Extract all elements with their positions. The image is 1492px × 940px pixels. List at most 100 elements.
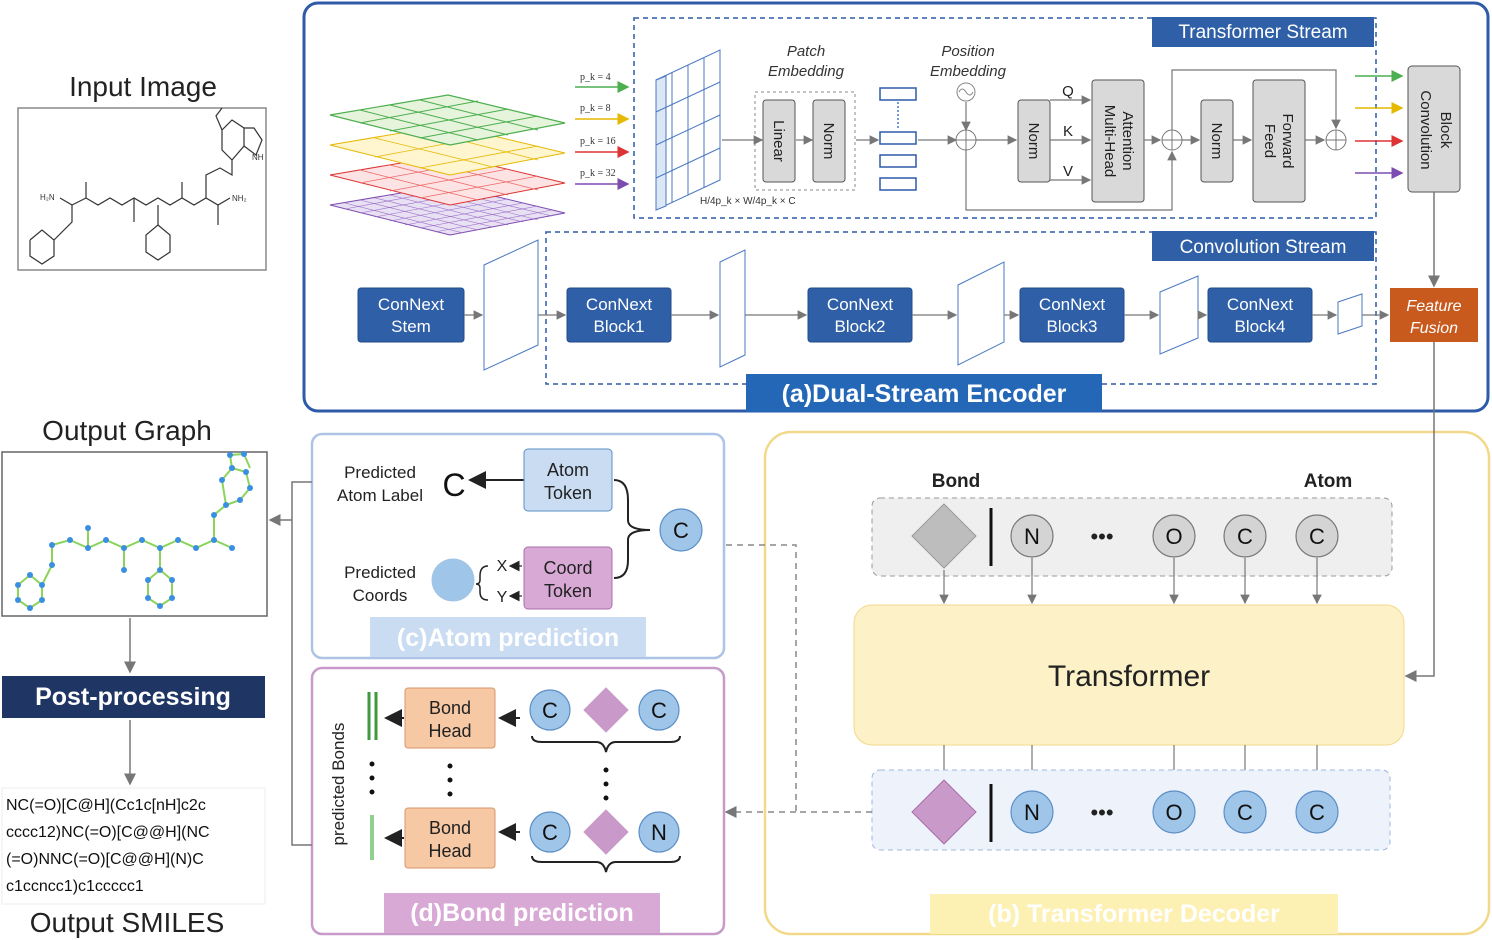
bond-row1-token-a: C — [529, 689, 571, 731]
atom-token-label-1: Atom — [547, 460, 589, 480]
svg-text:C: C — [651, 698, 667, 723]
feature-fusion-label-1: Feature — [1406, 298, 1461, 315]
ff-label-2: Forward — [1279, 113, 1296, 168]
svg-text:C: C — [542, 820, 558, 845]
svg-text:C: C — [1309, 800, 1325, 825]
atom-brace — [613, 479, 651, 579]
feature-map-4 — [1159, 275, 1199, 355]
decoder-tag — [930, 894, 1338, 934]
input-image-title: Input Image — [69, 71, 217, 102]
bond-vertical-dots-1 — [369, 761, 375, 795]
stage-b2-label-2: Block2 — [834, 317, 885, 336]
ff-box — [1252, 79, 1306, 203]
linear-label: Linear — [770, 120, 787, 162]
decoder-input-sequence — [871, 497, 1393, 577]
output-token-c1: C — [1223, 790, 1267, 834]
transformer-stream-label: Transformer Stream — [1178, 22, 1347, 43]
decoder-output-sequence — [871, 769, 1391, 851]
bond-vertical-dots-2 — [447, 763, 453, 797]
transformer-label: Transformer — [1048, 660, 1210, 693]
stage-b3-label-1: ConNext — [1039, 295, 1105, 314]
bond-head-1-label-1: Bond — [429, 698, 471, 718]
convolution-stream-tag — [1152, 231, 1374, 261]
output-token-o: O — [1152, 790, 1196, 834]
x-label: X — [497, 558, 508, 575]
y-label: Y — [497, 589, 508, 606]
output-graph-title: Output Graph — [42, 415, 212, 446]
patch-size-2: p_k = 8 — [580, 103, 611, 114]
bond-row1-diamond — [583, 687, 629, 733]
feature-map-1 — [483, 239, 539, 371]
ff-label-1: Feed — [1261, 124, 1278, 158]
post-processing-label: Post-processing — [35, 683, 231, 711]
output-ellipsis: ••• — [1090, 800, 1113, 825]
smiles-line-4: c1ccncc1)c1ccccc1 — [6, 878, 144, 895]
atom-pred-token: C — [659, 508, 703, 552]
svg-text:C: C — [542, 698, 558, 723]
attn-norm-box — [1017, 99, 1051, 183]
pred-coords-label-1: Predicted — [344, 563, 416, 582]
stage-b4-label-1: ConNext — [1227, 295, 1293, 314]
patch-size-1: p_k = 4 — [580, 72, 611, 83]
v-label: V — [1063, 163, 1073, 180]
input-token-c1: C — [1223, 514, 1267, 558]
transformer-stream-tag — [1152, 17, 1374, 47]
stage-b1-label-2: Block1 — [593, 317, 644, 336]
convnext-block4: ConNext Block4 — [1207, 287, 1313, 343]
atom-token-box — [523, 448, 613, 512]
svg-text:C: C — [673, 518, 689, 543]
position-embedding-label-2: Embedding — [930, 63, 1007, 80]
convnext-block1: ConNext Block1 — [566, 287, 672, 343]
feature-fusion-label-2: Fusion — [1410, 320, 1458, 337]
stage-b1-label-1: ConNext — [586, 295, 652, 314]
input-token-n: N — [1010, 514, 1054, 558]
predicted-bond-double — [367, 692, 378, 740]
q-label: Q — [1062, 83, 1074, 100]
patch-embedding-label-2: Embedding — [768, 63, 845, 80]
mha-label-1: Multi-Head — [1101, 105, 1118, 178]
coord-token-label-2: Token — [544, 581, 592, 601]
svg-text:N: N — [651, 820, 667, 845]
convnext-stem: ConNext Stem — [357, 287, 465, 343]
output-bond-token — [911, 779, 977, 845]
svg-text:C: C — [1237, 800, 1253, 825]
atom-prediction-panel — [310, 432, 726, 660]
bond-head-2-label-2: Head — [428, 841, 471, 861]
patch-tensor — [655, 49, 721, 211]
bond-head-1 — [404, 687, 496, 749]
svg-text:H₂N: H₂N — [40, 193, 55, 202]
ff-norm-label: Norm — [1208, 123, 1225, 160]
bond-row2-diamond — [583, 809, 629, 855]
coord-token-box — [523, 546, 613, 610]
smiles-box — [1, 787, 266, 905]
pred-coords-label-2: Coords — [353, 586, 408, 605]
add-icon-3 — [1325, 129, 1347, 151]
bond-row1-token-b: C — [638, 689, 680, 731]
position-embedding-label-1: Position — [941, 43, 994, 60]
bond-row2-token-b: N — [638, 811, 680, 853]
pred-atom-value: C — [442, 467, 465, 503]
patch-embedding-label-1: Patch — [787, 43, 825, 60]
output-token-n: N — [1010, 790, 1054, 834]
feature-map-3 — [957, 261, 1005, 366]
feature-map-2 — [719, 249, 746, 368]
svg-text:N: N — [1024, 524, 1040, 549]
patch-grids — [329, 94, 566, 236]
smiles-line-3: (=O)NNC(=O)[C@@H](N)C — [6, 851, 204, 868]
bond-row2-token-a: C — [529, 811, 571, 853]
atom-header: Atom — [1304, 471, 1353, 492]
mha-box — [1091, 79, 1145, 203]
input-ellipsis: ••• — [1090, 524, 1113, 549]
stage-b2-label-1: ConNext — [827, 295, 893, 314]
input-token-o: O — [1152, 514, 1196, 558]
svg-text:O: O — [1165, 524, 1182, 549]
atom-token-label-2: Token — [544, 483, 592, 503]
atom-pred-label: (c)Atom prediction — [397, 624, 619, 652]
bond-head-2 — [404, 807, 496, 869]
pred-atom-label-1: Predicted — [344, 463, 416, 482]
svg-text:O: O — [1165, 800, 1182, 825]
bond-head-2-label-1: Bond — [429, 818, 471, 838]
conv-block-label-1: Convolution — [1417, 90, 1434, 169]
input-bond-token — [911, 503, 977, 569]
